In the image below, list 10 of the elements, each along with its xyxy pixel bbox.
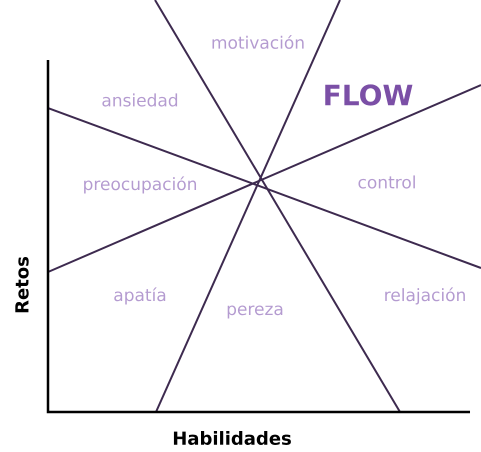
axis-label: Retos (15, 256, 29, 312)
region-label: apatía (114, 287, 166, 305)
region-label: relajación (385, 287, 465, 305)
axis-label: Habilidades (174, 431, 291, 445)
region-label: ansiedad (102, 93, 178, 107)
flow-label: FLOW (325, 84, 412, 106)
region-label: motivación (212, 35, 304, 49)
region-label: pereza (228, 305, 282, 319)
region-label: preocupación (84, 176, 196, 194)
region-label: control (358, 175, 415, 189)
